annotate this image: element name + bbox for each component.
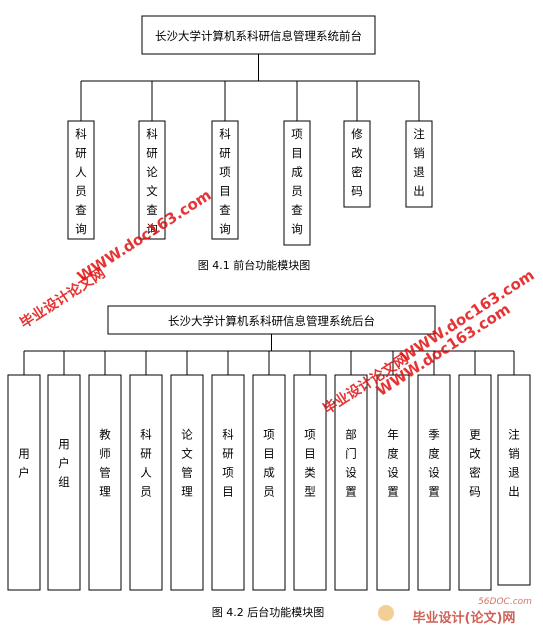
watermark-brand: 毕业设计论文网 [17,264,108,332]
frontend-root-box [141,15,376,55]
backend-module-box [252,374,286,591]
backend-module-label: 季度设置 [428,428,440,499]
corner-logo: 56DOC.com 毕业设计(论文)网 [378,597,532,626]
backend-module-box [293,374,327,591]
backend-module-label: 科研项目 [222,428,234,499]
frontend-module-label: 注销退出 [413,127,425,198]
backend-module-label: 论文管理 [181,428,193,499]
frontend-module-box [138,120,166,240]
corner-site: 56DOC.com [478,597,532,607]
frontend-module-box [67,120,95,240]
backend-module-label: 科研人员 [140,428,152,499]
backend-module-label: 部门设置 [345,428,357,499]
backend-module-box [129,374,163,591]
frontend-module-box [343,120,371,208]
backend-module-label: 年度设置 [387,428,399,499]
backend-module-label: 项目成员 [263,428,275,499]
frontend-module-box [211,120,239,240]
frontend-module-label: 科研人员查询 [75,127,87,236]
backend-caption: 图 4.2 后台功能模块图 [212,605,325,619]
frontend-module-label: 科研论文查询 [146,127,158,236]
corner-brand: 毕业设计(论文)网 [413,610,516,626]
backend-module-label: 教师管理 [99,428,111,499]
backend-module-box [7,374,41,591]
frontend-root-label: 长沙大学计算机系科研信息管理系统前台 [155,29,362,43]
backend-root-box [107,305,436,335]
backend-module-box [334,374,368,591]
backend-module-box [417,374,451,591]
frontend-module-box [283,120,311,246]
backend-module-box [170,374,204,591]
backend-module-label: 用户组 [58,437,70,489]
frontend-module-label: 项目成员查询 [291,127,303,236]
backend-module-label: 注销退出 [508,428,520,499]
frontend-module-box [405,120,433,208]
backend-module-label: 用户 [18,447,30,480]
frontend-caption: 图 4.1 前台功能模块图 [198,258,311,272]
backend-module-box [211,374,245,591]
backend-module-box [376,374,410,591]
corner-logo-icon [378,605,394,621]
backend-module-box [497,374,531,586]
backend-root-label: 长沙大学计算机系科研信息管理系统后台 [168,314,375,328]
backend-module-box [458,374,492,591]
backend-module-label: 项目类型 [304,428,316,499]
frontend-module-label: 修改密码 [351,127,363,198]
backend-module-box [47,374,81,591]
backend-module-label: 更改密码 [469,428,481,499]
frontend-module-label: 科研项目查询 [219,127,231,236]
backend-module-box [88,374,122,591]
